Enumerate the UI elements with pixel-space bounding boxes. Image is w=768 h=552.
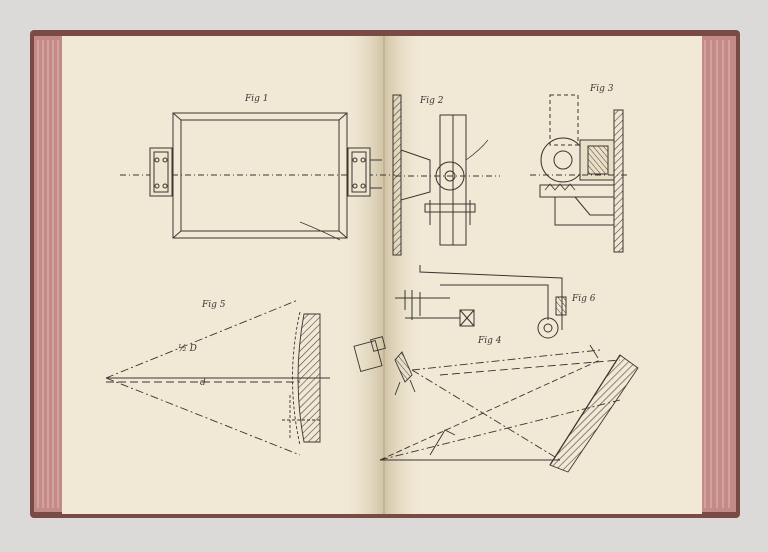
- fig3-drawing: [530, 94, 630, 253]
- fig5-label: Fig 5: [202, 300, 226, 310]
- fig3-label: Fig 3: [590, 84, 614, 94]
- fig1-label: Fig 1: [245, 94, 269, 104]
- right-page-edges: [700, 36, 736, 512]
- fig5-drawing: [105, 299, 330, 456]
- fig2-drawing: [392, 94, 500, 256]
- fig6-drawing: [395, 265, 567, 339]
- fig2-label: Fig 2: [420, 96, 444, 106]
- left-page-edges: [34, 36, 64, 512]
- fig1-drawing: [120, 112, 395, 241]
- fig5-axis-annotation: d: [200, 378, 206, 388]
- fig4-drawing: [353, 336, 639, 473]
- fig5-radius-annotation: ½ D: [178, 344, 197, 354]
- fig4-label: Fig 4: [478, 336, 502, 346]
- left-page: [62, 36, 384, 514]
- fig6-label: Fig 6: [572, 294, 596, 304]
- right-page: [384, 36, 702, 514]
